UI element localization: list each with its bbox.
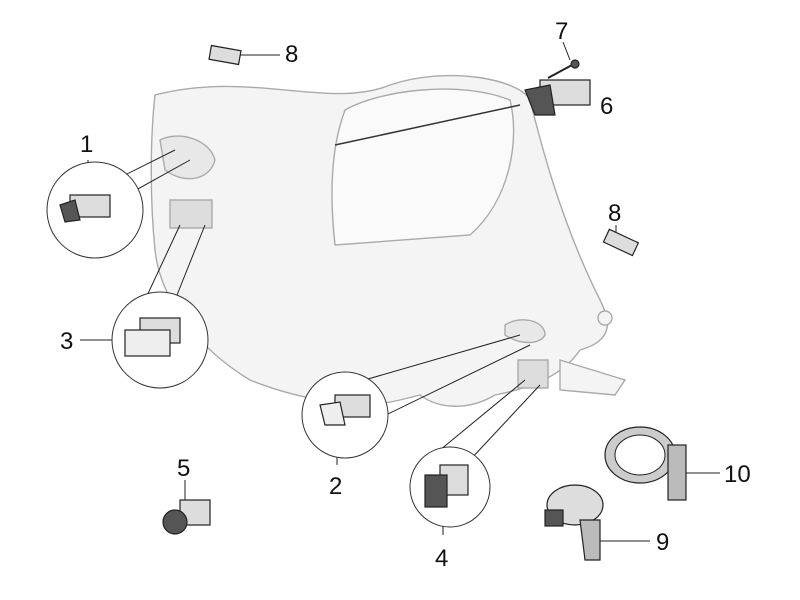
callout-label-5: 5 — [177, 455, 190, 482]
callout-label-8-top: 8 — [285, 41, 298, 68]
bulb-part-8-right — [602, 228, 640, 257]
switch-part-3 — [124, 317, 181, 357]
switch-part-4 — [424, 464, 469, 508]
callout-label-3: 3 — [60, 328, 73, 355]
bulb-part-8-top — [208, 44, 242, 66]
callout-label-1: 1 — [80, 131, 93, 158]
handlebar-cover — [150, 74, 627, 407]
horn-part-9 — [544, 484, 604, 561]
ignition-switch-part-5 — [162, 499, 211, 535]
screw-part-7 — [547, 59, 580, 79]
callout-label-9: 9 — [656, 529, 669, 556]
callout-label-2: 2 — [329, 473, 342, 500]
switch-part-1 — [59, 194, 111, 223]
switch-part-6 — [524, 79, 591, 116]
switch-part-2 — [319, 394, 371, 426]
callout-label-10: 10 — [724, 461, 751, 488]
callout-label-7: 7 — [555, 18, 568, 45]
callout-label-4: 4 — [435, 545, 448, 572]
callout-label-6: 6 — [600, 93, 613, 120]
ring-part-10 — [604, 426, 687, 501]
callout-label-8-right: 8 — [608, 200, 621, 227]
